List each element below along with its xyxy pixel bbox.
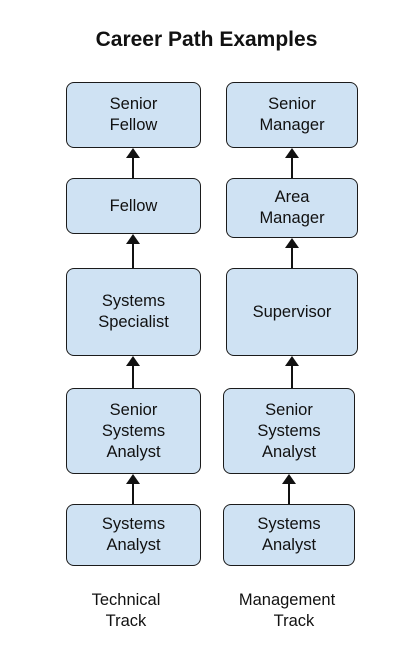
box-line: Manager [259, 209, 325, 227]
box-line: Analyst [261, 536, 317, 554]
box-systems-specialist: Systems Specialist [66, 268, 201, 356]
box-line: Analyst [106, 536, 161, 554]
arrow-up-icon [126, 356, 140, 388]
box-senior-systems-analyst: Senior Systems Analyst [223, 388, 355, 474]
box-line: Systems [101, 292, 166, 310]
box-line: Specialist [98, 313, 169, 331]
box-line: Senior [268, 95, 316, 113]
arrow-up-icon [126, 148, 140, 178]
box-line: Systems [101, 515, 166, 533]
box-senior-systems-analyst: Senior Systems Analyst [66, 388, 201, 474]
box-line: Area [274, 188, 310, 206]
box-line: Senior [265, 400, 313, 419]
track-label-line: Technical [91, 591, 161, 609]
box-line: Fellow [109, 196, 158, 215]
box-line: Senior [109, 95, 158, 113]
box-line: Systems [257, 515, 321, 533]
technical-track-label: Technical Track [51, 590, 201, 632]
box-fellow: Fellow [66, 178, 201, 234]
arrow-up-icon [126, 234, 140, 268]
box-senior-manager: Senior Manager [226, 82, 358, 148]
box-area-manager: Area Manager [226, 178, 358, 238]
arrow-up-icon [285, 148, 299, 178]
box-line: Systems [101, 421, 166, 440]
box-supervisor: Supervisor [226, 268, 358, 356]
box-line: Manager [259, 116, 325, 134]
arrow-up-icon [285, 356, 299, 388]
track-label-line: Track [105, 612, 147, 630]
box-line: Fellow [109, 116, 158, 134]
arrow-up-icon [285, 238, 299, 268]
track-label-line: Track [273, 612, 315, 630]
diagram-title: Career Path Examples [95, 28, 318, 51]
arrow-up-icon [282, 474, 296, 504]
box-line: Supervisor [252, 302, 332, 321]
track-label-line: Management [238, 591, 336, 609]
box-line: Analyst [261, 442, 317, 461]
management-track-label: Management Track [212, 590, 362, 632]
box-line: Senior [109, 400, 158, 419]
box-senior-fellow: Senior Fellow [66, 82, 201, 148]
box-systems-analyst: Systems Analyst [223, 504, 355, 566]
box-line: Systems [257, 421, 321, 440]
box-systems-analyst: Systems Analyst [66, 504, 201, 566]
box-line: Analyst [106, 442, 161, 461]
arrow-up-icon [126, 474, 140, 504]
